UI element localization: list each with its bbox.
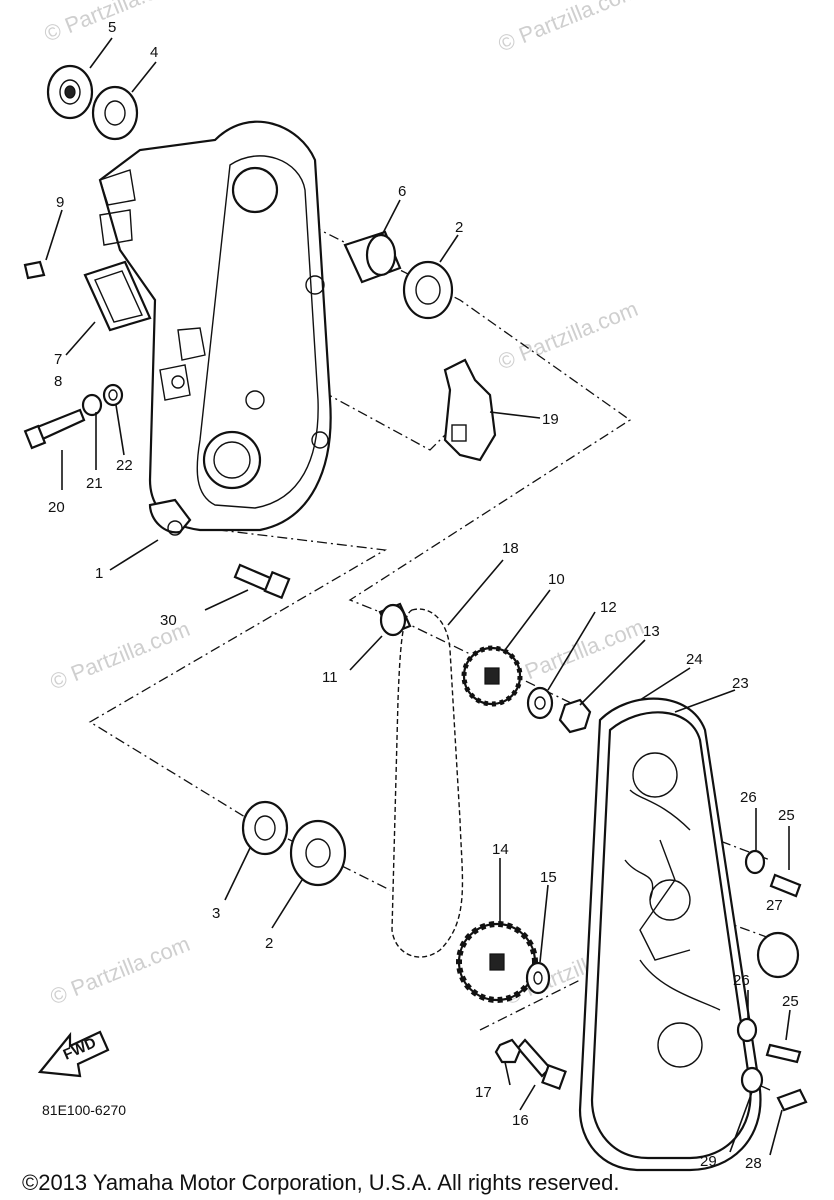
- callout: 8: [54, 373, 62, 390]
- callout: 2: [265, 935, 273, 952]
- collar-11: [378, 602, 412, 637]
- callout: 18: [502, 540, 519, 557]
- nut-21: [81, 393, 103, 417]
- callout: 4: [150, 44, 158, 61]
- leader-lines: [45, 37, 791, 1156]
- callouts: 1 2 2 3 4 5 6 7 8 9 10 11 12 13 14 15 16…: [48, 19, 799, 1172]
- callout: 14: [492, 841, 509, 858]
- diagram-code: 81E100-6270: [42, 1102, 126, 1118]
- callout: 16: [512, 1112, 529, 1129]
- callout: 6: [398, 183, 406, 200]
- callout: 10: [548, 571, 565, 588]
- cap-27: [756, 931, 800, 979]
- callout: 25: [782, 993, 799, 1010]
- callout: 23: [732, 675, 749, 692]
- bolt-9: [23, 260, 46, 280]
- pad-7: [83, 260, 152, 332]
- callout: 19: [542, 411, 559, 428]
- washer-26-lower: [736, 1017, 758, 1043]
- fwd-arrow-icon: FWD: [37, 1030, 110, 1078]
- callout: 29: [700, 1153, 717, 1170]
- callout: 21: [86, 475, 103, 492]
- sprocket-10: [461, 645, 523, 707]
- callout: 9: [56, 194, 64, 211]
- callout: 5: [108, 19, 116, 36]
- bearing-2-lower: [289, 819, 347, 887]
- chain-case: [98, 120, 332, 536]
- bearing-4: [91, 85, 139, 141]
- callout: 1: [95, 565, 103, 582]
- bearing-5: [46, 64, 94, 120]
- washer-17: [494, 1038, 522, 1064]
- callout: 22: [116, 457, 133, 474]
- washer-26-upper: [744, 849, 766, 875]
- bolt-30: [233, 563, 291, 600]
- callout: 30: [160, 612, 177, 629]
- callout: 11: [322, 669, 338, 686]
- callout: 12: [600, 599, 617, 616]
- collar-6: [343, 230, 402, 284]
- washer-29: [740, 1066, 764, 1094]
- bolt-25-lower: [765, 1043, 802, 1064]
- bolt-28: [776, 1088, 808, 1112]
- callout: 26: [740, 789, 757, 806]
- callout: 24: [686, 651, 703, 668]
- tensioner-19: [443, 358, 497, 462]
- callout: 2: [455, 219, 463, 236]
- bolt-25-upper: [769, 873, 802, 898]
- cover-23: [590, 711, 752, 1160]
- sprocket-14: [456, 921, 538, 1003]
- watermark: © Partzilla.com: [47, 931, 194, 1010]
- washer-22: [102, 383, 124, 407]
- callout: 20: [48, 499, 65, 516]
- bolt-16: [516, 1038, 567, 1090]
- watermark: © Partzilla.com: [495, 0, 642, 57]
- nut-13: [558, 698, 592, 734]
- callout: 3: [212, 905, 220, 922]
- callout: 13: [643, 623, 660, 640]
- callout: 27: [766, 897, 783, 914]
- callout: 26: [733, 972, 750, 989]
- watermark: © Partzilla.com: [495, 296, 642, 375]
- callout: 25: [778, 807, 795, 824]
- bearing-2-upper: [402, 260, 454, 320]
- callout: 28: [745, 1155, 762, 1172]
- chain-18: [391, 608, 464, 958]
- copyright-footer: ©2013 Yamaha Motor Corporation, U.S.A. A…: [22, 1170, 619, 1195]
- callout: 17: [475, 1084, 492, 1101]
- callout: 7: [54, 351, 62, 368]
- callout: 15: [540, 869, 557, 886]
- bearing-3: [241, 800, 289, 856]
- washer-15: [525, 961, 551, 995]
- washer-12: [526, 686, 554, 720]
- bolt-20: [23, 408, 86, 450]
